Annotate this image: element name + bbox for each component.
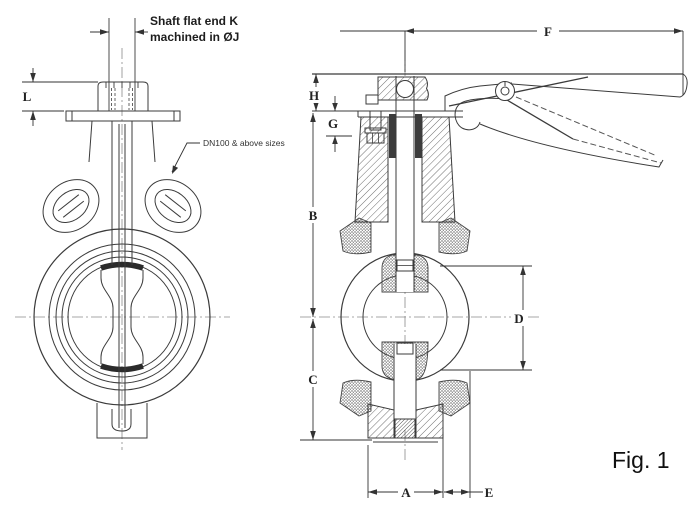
lever-handle bbox=[312, 73, 688, 131]
dim-label-L: L bbox=[23, 89, 32, 104]
valve-neck bbox=[88, 120, 156, 265]
front-view bbox=[15, 18, 230, 450]
lug-ears bbox=[42, 179, 202, 233]
bottom-boss bbox=[96, 403, 148, 439]
dim-label-G: G bbox=[328, 116, 338, 131]
dim-label-D: D bbox=[514, 311, 523, 326]
bottom-neck-section bbox=[367, 342, 444, 443]
dim-label-C: C bbox=[308, 372, 317, 387]
shaft-top-block bbox=[97, 81, 149, 111]
shaft-note-line1: Shaft flat end K bbox=[150, 14, 238, 28]
label-backgrounds bbox=[305, 23, 559, 499]
trigger-latch bbox=[479, 96, 664, 168]
valve-body-rings bbox=[33, 228, 211, 406]
stem-packing bbox=[389, 114, 422, 158]
section-view-dimensions bbox=[300, 28, 684, 498]
front-view-centerlines bbox=[15, 48, 230, 450]
shaft-flat-lines bbox=[108, 18, 136, 111]
section-flange-plate bbox=[312, 110, 463, 118]
pivot-pin bbox=[495, 81, 515, 101]
shaft-note-line2: machined in ØJ bbox=[150, 30, 239, 44]
drawing-text: Shaft flat end K machined in ØJ DN100 & … bbox=[23, 14, 670, 500]
stem-head-block bbox=[365, 76, 429, 105]
dim-label-H: H bbox=[309, 88, 319, 103]
dim-label-A: A bbox=[401, 485, 411, 500]
dim-label-E: E bbox=[485, 485, 494, 500]
figure-caption: Fig. 1 bbox=[612, 447, 670, 473]
section-view bbox=[300, 50, 688, 460]
valve-stem bbox=[395, 76, 415, 292]
front-view-dimensions bbox=[22, 29, 200, 174]
dim-label-F: F bbox=[544, 24, 552, 39]
valve-disc bbox=[100, 124, 144, 428]
top-flange-plate bbox=[65, 110, 181, 122]
dim-label-B: B bbox=[309, 208, 318, 223]
dn-note: DN100 & above sizes bbox=[203, 138, 285, 148]
